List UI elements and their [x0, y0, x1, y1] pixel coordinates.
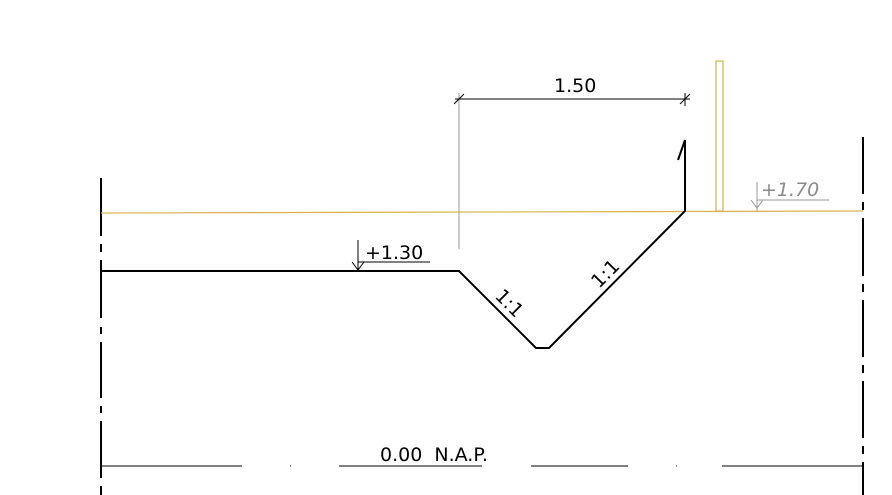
water-level-line: [100, 210, 864, 214]
level-marker-right: [750, 182, 829, 211]
level-label-right: +1.70: [761, 179, 819, 201]
dimension-label: 1.50: [554, 75, 596, 97]
ground-profile: [101, 140, 686, 349]
slope-label-left: 1:1: [490, 285, 527, 322]
dimension-line: [453, 93, 691, 249]
level-marker-left: [351, 240, 430, 272]
datum-label: 0.00 N.A.P.: [380, 444, 488, 466]
gauge-post: [715, 60, 724, 212]
bank-top-tick: [677, 139, 686, 161]
level-label-left: +1.30: [365, 242, 423, 264]
slope-label-right: 1:1: [587, 255, 624, 292]
